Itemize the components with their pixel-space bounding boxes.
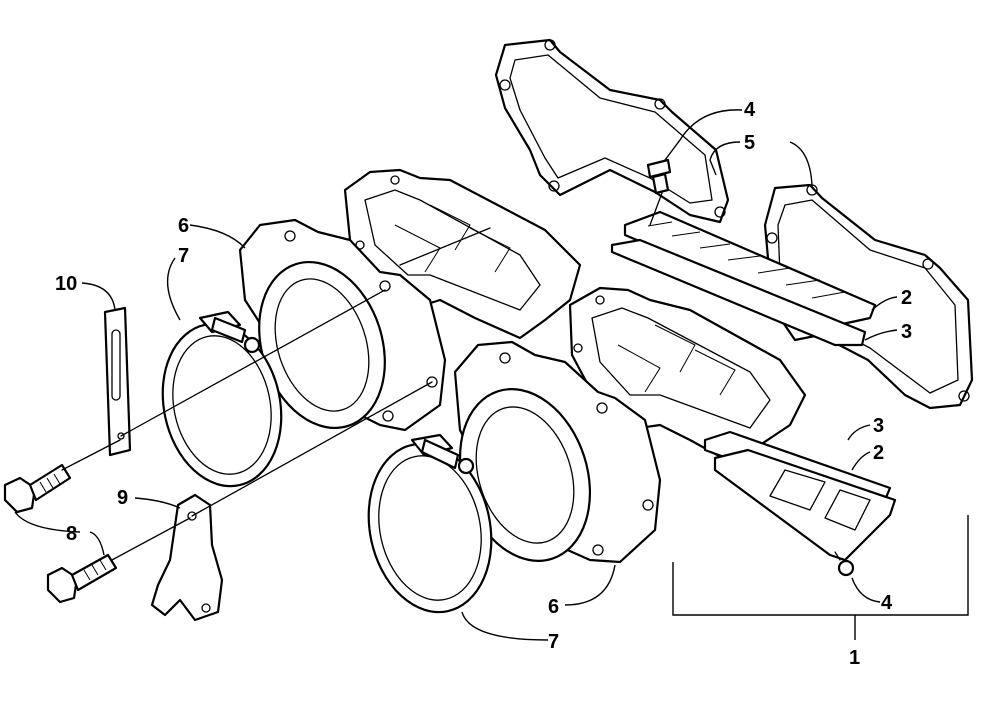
callout-7: 7 xyxy=(548,631,559,653)
reed-petal-upper xyxy=(610,210,877,347)
assembly-bracket xyxy=(672,515,969,640)
callout-2: 2 xyxy=(873,442,884,464)
callout-9: 9 xyxy=(117,487,128,509)
callout-4: 4 xyxy=(744,99,756,121)
hose-clamp-lower xyxy=(367,433,493,614)
alignment-lines xyxy=(61,227,491,561)
callout-4: 4 xyxy=(881,592,893,614)
screw-upper xyxy=(646,158,672,226)
callout-2: 2 xyxy=(901,287,912,309)
callout-6: 6 xyxy=(178,215,189,237)
leader-lines xyxy=(14,109,898,641)
bolt-lower xyxy=(46,553,118,604)
reed-gasket-upper xyxy=(494,38,730,224)
intake-manifold-lower xyxy=(453,340,662,564)
support-bracket xyxy=(150,493,224,622)
bracket xyxy=(103,306,132,457)
callouts: 1 2 2 3 3 4 4 5 6 6 7 7 8 9 10 xyxy=(55,99,912,669)
callout-3: 3 xyxy=(901,321,912,343)
callout-3: 3 xyxy=(873,415,884,437)
bolt-upper xyxy=(3,463,72,514)
callout-8: 8 xyxy=(66,523,77,545)
screw-lower xyxy=(834,551,855,577)
callout-10: 10 xyxy=(55,273,77,295)
callout-1: 1 xyxy=(849,647,860,669)
reed-petal-lower xyxy=(703,430,897,562)
callout-5: 5 xyxy=(744,132,755,154)
callout-7: 7 xyxy=(178,245,189,267)
callout-6: 6 xyxy=(548,596,559,618)
